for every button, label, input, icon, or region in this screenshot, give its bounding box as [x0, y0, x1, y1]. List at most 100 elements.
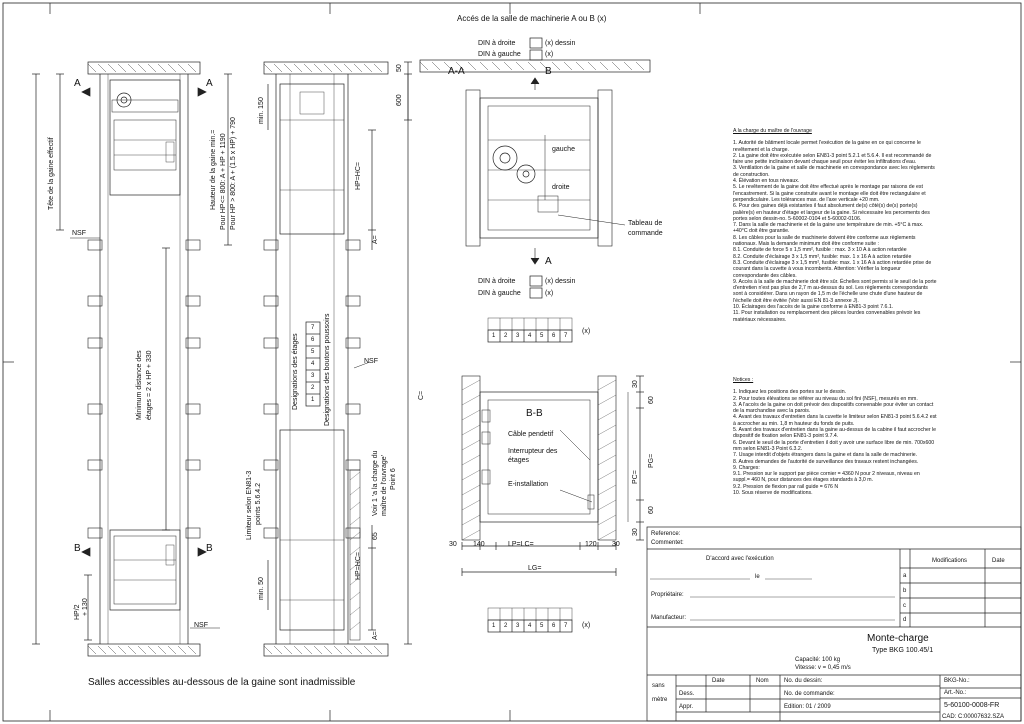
notice-item: 3. A l'accès de la gaine on doit prévoir… [733, 401, 934, 415]
revision-b: b [903, 588, 907, 594]
no-commande-label: No. de commande: [784, 691, 835, 697]
section-marker-a-right: A [206, 78, 213, 89]
charge-item: 6. Pour des gaines déjà existantes il fa… [733, 203, 930, 222]
floor-box: 3 [516, 333, 520, 339]
charge-item: 8. Les câbles pour la salle de machineri… [733, 234, 916, 248]
capacite-label: Capacité: 100 kg [795, 657, 841, 663]
revision-a: a [903, 573, 907, 579]
nsf-label-top: NSF [72, 230, 86, 237]
floor-box: 1 [492, 623, 496, 629]
no-dessin-label: No. du dessin: [784, 678, 823, 684]
section-a-marker: A [545, 256, 552, 267]
dess-label: Dess. [679, 691, 695, 697]
cad-label: CAD: [942, 714, 957, 720]
notices: Notices : 1. Indiquez les positions des … [733, 377, 938, 496]
charge-item: 8.3. Conduite d'éclairage 3 x 1,5 mm², f… [733, 259, 932, 279]
notice-item: 9.1. Pression sur le support par pièce c… [733, 471, 920, 484]
min-50-label: min. 50 [258, 577, 265, 600]
din-gauche-label: DIN à gauche [478, 51, 521, 58]
x-mark-label: (x) [545, 51, 554, 58]
notice-item: 10. Sous réserve de modifications. [733, 490, 813, 497]
dim-30-bottom: 30 [632, 528, 639, 536]
dim-30-left: 30 [449, 541, 457, 548]
floor-box: 1 [492, 333, 496, 339]
section-aa-view [419, 37, 651, 299]
min-150-label: min. 150 [258, 97, 265, 124]
edition-label: Edition: 01 / 2009 [784, 704, 831, 710]
designations-etages-label: Designations des étages [292, 333, 299, 410]
c-eq-label: C= [418, 390, 425, 400]
voir-label-1: Voir 1 'a la charge du [372, 450, 379, 516]
dim-30-top: 30 [632, 380, 639, 388]
a-eq-top-label: A= [372, 235, 379, 244]
nsf-label-bottom: NSF [194, 622, 208, 629]
designations-boutons-label: Designations des boutons poussoirs [324, 313, 331, 426]
voir-label-3: Point 6 [390, 468, 397, 490]
art-no-label: Art.-No.: [944, 690, 967, 696]
charge-title: A la charge du maître de l'ouvrage [733, 128, 812, 134]
x-mark-label-2: (x) [545, 290, 554, 297]
floor-box: 7 [564, 333, 568, 339]
dim-60-top: 60 [648, 396, 655, 404]
cad-value: C:00007632.SZA [958, 714, 1005, 720]
appr-label: Appr. [679, 704, 694, 710]
dim-120: 120 [585, 541, 597, 548]
inadmissible-note: Salles accessibles au-dessous de la gain… [88, 677, 356, 688]
charge-notes: A la charge du maître de l'ouvrage 1. Au… [733, 128, 938, 323]
dim-pc: PC= [632, 470, 639, 484]
x-mark-label-4: (x) [582, 622, 591, 629]
minimum-distance-label-2: étages = 2 x HP + 330 [146, 350, 153, 420]
reference-label: Reference: [651, 531, 681, 537]
manufacteur-label: Manufacteur: [651, 615, 687, 621]
product-type: Type BKG 100.45/1 [872, 647, 934, 654]
hp2-label: HP/2 [74, 604, 81, 620]
product-title: Monte-charge [867, 633, 929, 644]
x-mark-label-3: (x) [582, 328, 591, 335]
hp2-plus-label: + 130 [82, 598, 89, 616]
dim-30-right: 30 [612, 541, 620, 548]
notice-item: 2. Pour toutes élévations se référer au … [733, 395, 918, 402]
din-droite-label: DIN à droite [478, 40, 516, 47]
stack-number: 3 [311, 373, 315, 379]
section-marker-b-right: B [206, 543, 213, 554]
vitesse-label: Vitesse: v = 0,45 m/s [795, 665, 851, 671]
date-column-label: Date [712, 678, 725, 684]
charge-item: 1. Autorité de bâtiment locale permet l'… [733, 140, 921, 153]
din-droite-label-2: DIN à droite [478, 278, 516, 285]
floor-box-rows [487, 317, 573, 633]
front-elevation [32, 61, 232, 657]
notice-item: 4. Avant des travaux d'entretien dans la… [733, 414, 937, 427]
floor-box: 6 [552, 623, 556, 629]
commande-label: commande [628, 230, 663, 237]
tableau-label: Tableau de [628, 220, 663, 227]
floor-box: 2 [504, 623, 508, 629]
tete-label: Tête de la gaine effectif [48, 137, 55, 210]
floor-box: 6 [552, 333, 556, 339]
notice-item: 1. Indiquez les positions des portes sur… [733, 389, 847, 396]
limiteur-label-1: Limiteur selon EN81-3 [246, 470, 253, 540]
hp-hc-top-label: HP=HC= [355, 161, 362, 190]
access-title: Accés de la salle de machinerie A ou B (… [457, 14, 607, 23]
art-no-value: 5-60100-0008-FR [944, 702, 1000, 709]
metre-label: mètre [652, 697, 668, 703]
side-elevation [263, 61, 412, 657]
proprietaire-label: Propriétaire: [651, 592, 684, 598]
stack-number: 2 [311, 385, 315, 391]
floor-box: 4 [528, 623, 532, 629]
limiteur-label-2: points 5.6.4.2 [255, 482, 262, 525]
notice-item: 6. Devant le seuil de la porte d'entreti… [733, 439, 935, 452]
sans-label: sans [652, 683, 665, 689]
stack-number: 1 [311, 397, 315, 403]
dim-60-bottom: 60 [648, 506, 655, 514]
commentet-label: Commentet: [651, 540, 684, 546]
charge-item: 10. Éclairages des l'accès de la gaine c… [733, 304, 894, 311]
stack-number: 4 [311, 361, 315, 367]
droite-label: droite [552, 184, 570, 191]
a-eq-bottom-label: A= [372, 631, 379, 640]
dim-lg: LG= [528, 565, 542, 572]
section-bb-label: B-B [526, 408, 543, 419]
date-header: Date [992, 558, 1005, 564]
interrupteur-label-2: étages [508, 457, 530, 464]
charge-item: 9. Accès à la salle de machinerie doit ê… [733, 278, 937, 304]
